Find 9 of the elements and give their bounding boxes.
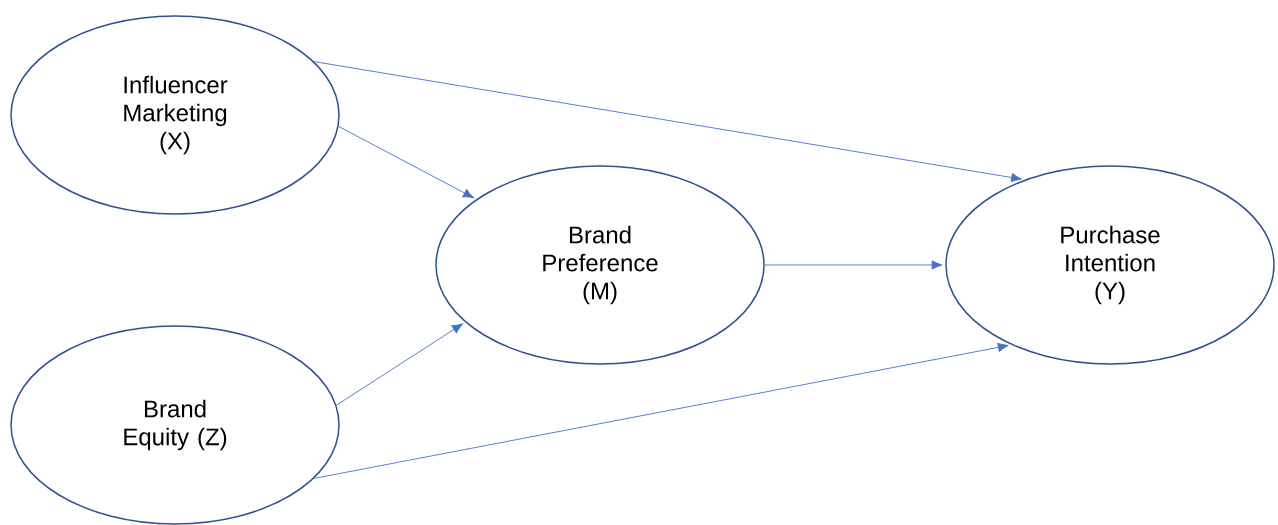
arrow (313, 61, 1022, 183)
arrow (338, 126, 474, 199)
ellipse-node: Brand Equity (Z) (10, 325, 340, 525)
ellipse-node: Brand Preference (M) (435, 165, 765, 365)
arrow (336, 323, 463, 406)
ellipse-node: Purchase Intention (Y) (945, 165, 1275, 365)
arrow (313, 342, 1009, 479)
ellipse-node: Influencer Marketing (X) (10, 15, 340, 215)
arrow (764, 260, 943, 270)
